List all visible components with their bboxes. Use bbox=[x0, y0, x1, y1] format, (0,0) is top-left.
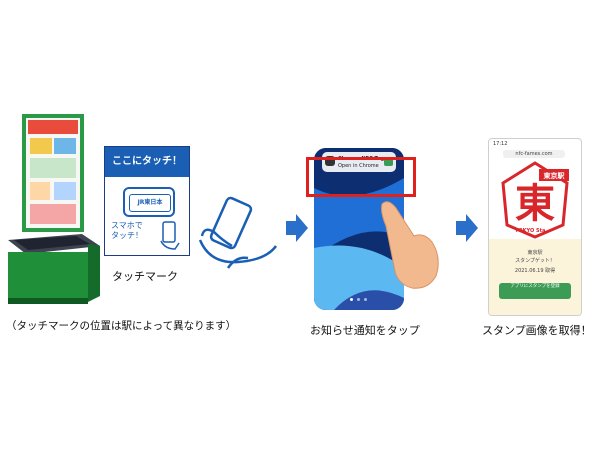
kiosk-illustration bbox=[8, 114, 100, 304]
touch-mark-caption: タッチマーク bbox=[112, 270, 178, 283]
jr-logo: JR東日本 bbox=[129, 194, 171, 212]
touch-here-header: ここにタッチ！ bbox=[105, 147, 189, 177]
svg-text:東京駅: 東京駅 bbox=[544, 171, 566, 180]
tapping-finger-icon bbox=[381, 201, 439, 289]
get-stamp-caption: スタンプ画像を取得！ bbox=[482, 324, 592, 337]
nfc-icon bbox=[325, 156, 335, 166]
notification-highlight-box bbox=[306, 157, 416, 197]
status-time: 17:12 bbox=[493, 141, 508, 147]
stamp-date: 2021.06.19 取得 bbox=[514, 268, 556, 274]
wallpaper bbox=[314, 148, 404, 310]
page-dots bbox=[350, 298, 368, 301]
svg-text:東: 東 bbox=[515, 181, 555, 227]
stamp-got-text: スタンプゲット！ bbox=[515, 258, 555, 264]
location-note: （タッチマークの位置は駅によって異なります） bbox=[6, 320, 237, 332]
station-name: 東京駅 bbox=[527, 250, 543, 256]
arrow-right-icon bbox=[456, 214, 478, 242]
stamp-page-screen: 17:12 nfc-fames.com 東 東京駅 TOKYO Sta. 東京駅… bbox=[488, 138, 582, 316]
smartphone-touch-text: スマホで タッチ！ bbox=[111, 221, 143, 240]
svg-text:TOKYO Sta.: TOKYO Sta. bbox=[515, 228, 547, 234]
stamp-info-panel bbox=[489, 239, 581, 315]
address-bar[interactable]: nfc-fames.com bbox=[503, 150, 565, 158]
phone-hand-icon bbox=[160, 221, 180, 250]
ic-card-logo-frame: JR東日本 bbox=[123, 187, 175, 217]
touch-mark-card: ここにタッチ！ JR東日本 スマホで タッチ！ bbox=[104, 146, 190, 256]
chrome-icon bbox=[384, 157, 393, 166]
register-stamp-banner[interactable]: アプリにスタンプを登録 bbox=[499, 283, 571, 299]
station-stamp: 東 東京駅 TOKYO Sta. bbox=[501, 161, 569, 239]
notification-subtitle: Open in Chrome bbox=[338, 163, 379, 169]
hand-phone-icon bbox=[198, 196, 278, 269]
arrow-right-icon bbox=[286, 214, 308, 242]
tap-notification-caption: お知らせ通知をタップ bbox=[310, 324, 420, 337]
